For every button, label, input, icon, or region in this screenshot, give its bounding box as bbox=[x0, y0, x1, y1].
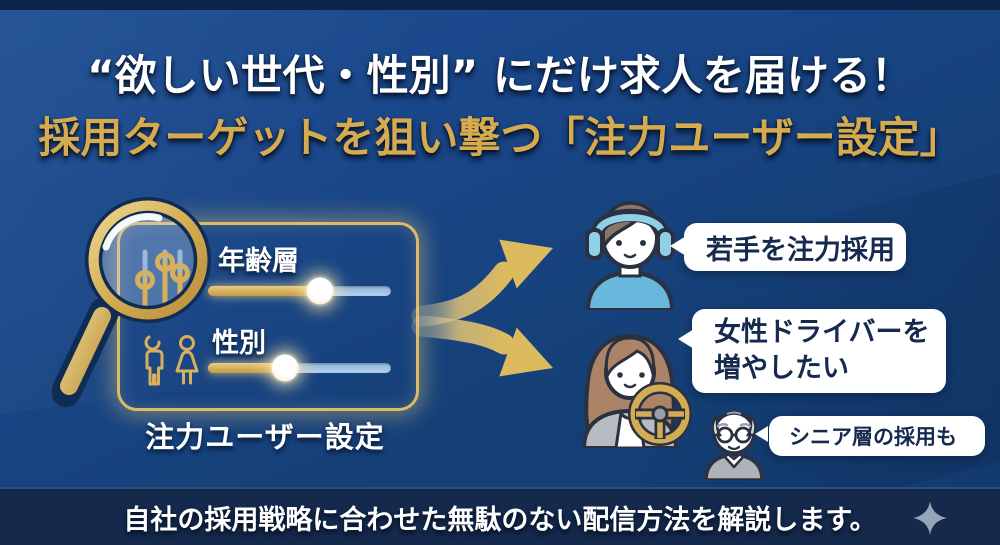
young-man-headphones-icon bbox=[585, 201, 675, 310]
age-slider[interactable] bbox=[208, 277, 391, 305]
speech-bubble-young: 若手を注力採用 bbox=[670, 223, 906, 271]
equalizer-sliders-icon bbox=[135, 249, 190, 308]
arrow-right-down-icon bbox=[411, 315, 553, 377]
steering-wheel-icon bbox=[628, 382, 692, 446]
woman-driver-steering-wheel-icon bbox=[581, 333, 692, 448]
arrow-right-up-icon bbox=[411, 239, 553, 327]
bubble-text-senior: シニア層の採用も bbox=[789, 425, 957, 449]
bubble-text-young: 若手を注力採用 bbox=[706, 234, 895, 266]
footer-bar: 自社の採用戦略に合わせた無駄のない配信方法を解説します。 bbox=[0, 487, 1000, 545]
age-slider-fill bbox=[208, 286, 320, 296]
senior-man-icon bbox=[704, 411, 764, 480]
magnifier-icon bbox=[52, 197, 211, 407]
gender-label: 性別 bbox=[212, 328, 266, 359]
title-line-1: “欲しい世代・性別” にだけ求人を届ける！ bbox=[87, 51, 913, 100]
top-strip bbox=[0, 0, 1000, 10]
speech-bubble-senior: シニア層の採用も bbox=[755, 416, 985, 456]
gender-slider-fill bbox=[208, 363, 285, 373]
age-slider-knob[interactable] bbox=[306, 277, 334, 305]
title-line-2: 採用ターゲットを狙い撃つ「注力ユーザー設定」 bbox=[38, 113, 962, 162]
speech-bubble-female-driver: 女性ドライバーを 増やしたい bbox=[678, 309, 946, 393]
panel-caption: 注力ユーザー設定 bbox=[145, 420, 385, 454]
age-group-label: 年齢層 bbox=[218, 246, 299, 277]
gender-slider-knob[interactable] bbox=[271, 354, 299, 382]
footer-text: 自社の採用戦略に合わせた無駄のない配信方法を解説します。 bbox=[123, 504, 877, 536]
flow-arrows bbox=[411, 239, 553, 377]
male-female-icon bbox=[144, 335, 199, 386]
sparkle-icon bbox=[913, 501, 947, 535]
gender-slider[interactable] bbox=[208, 354, 391, 382]
focus-user-settings-panel: 年齢層 性別 bbox=[117, 222, 419, 411]
bubble-text-female-driver: 女性ドライバーを 増やしたい bbox=[714, 317, 930, 384]
